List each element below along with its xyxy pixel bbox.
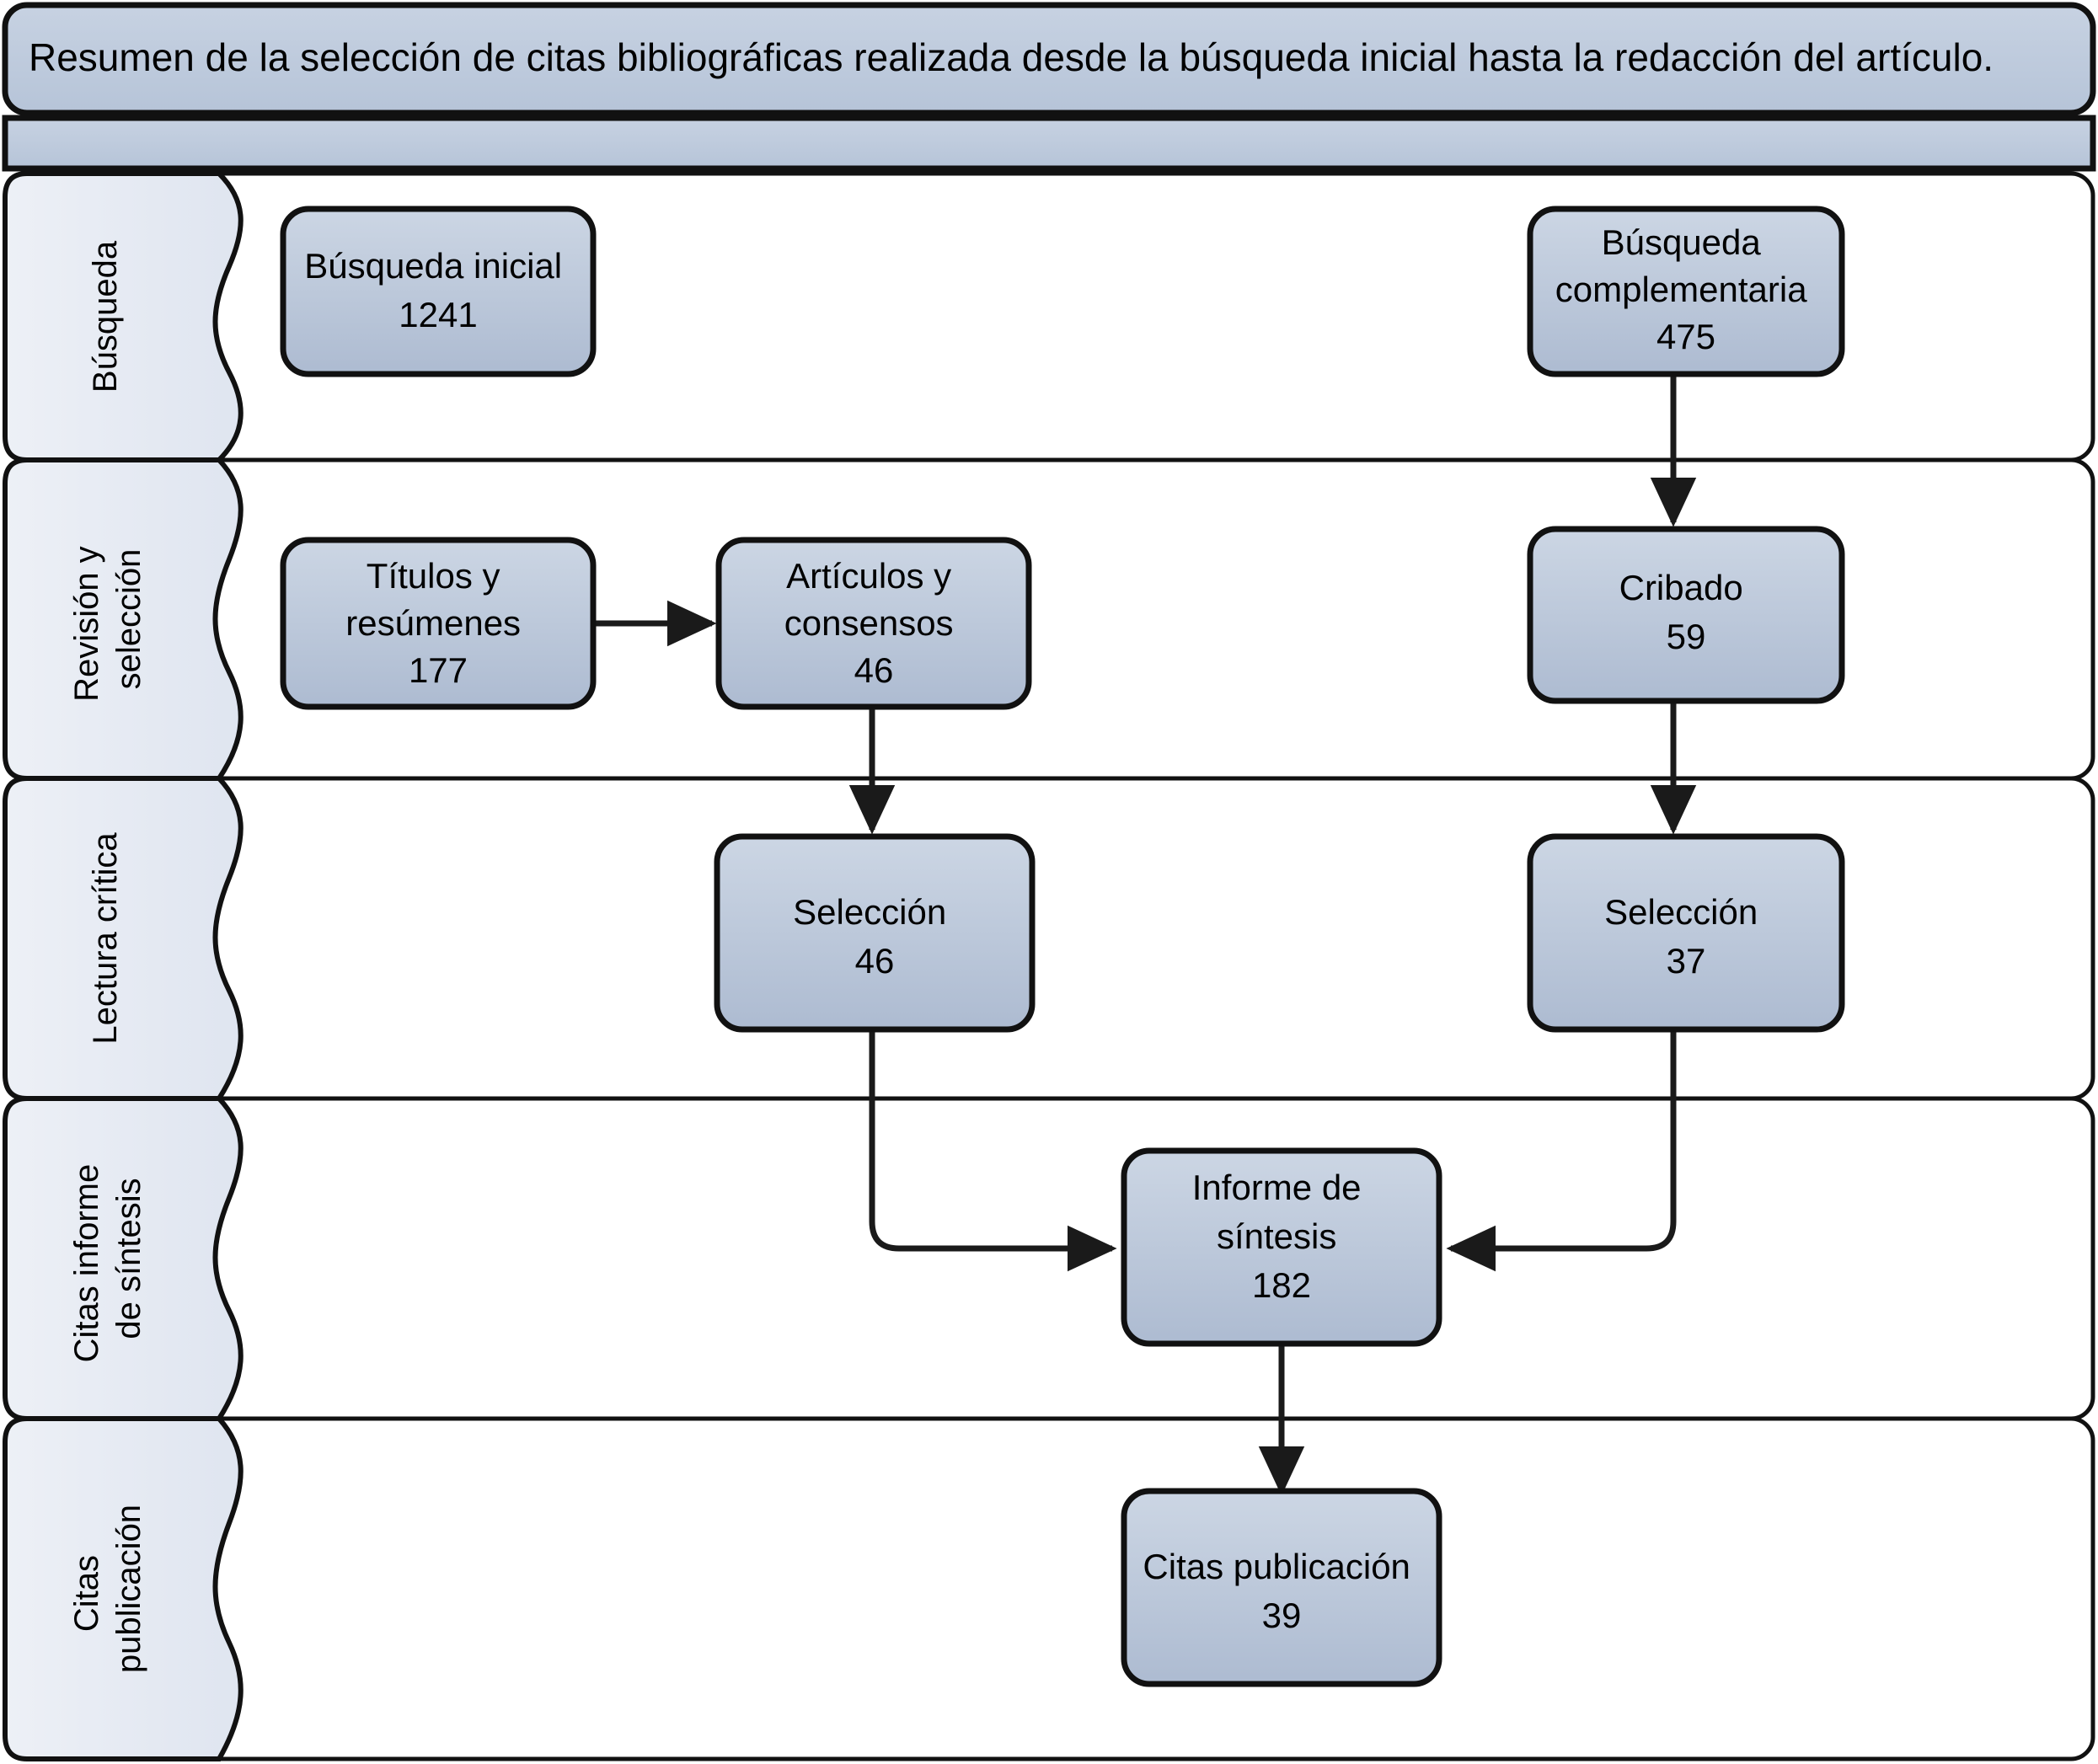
band-citas-informe	[3, 1096, 2095, 1421]
lane-header-revision[interactable]: Revisión y selección	[3, 457, 244, 781]
node-seleccion-izquierda-count: 46	[855, 941, 895, 981]
nodes: Búsqueda inicial 1241 Búsqueda complemen…	[280, 206, 1845, 1687]
node-busqueda-complementaria[interactable]: Búsqueda complementaria 475	[1527, 206, 1845, 377]
edge-seleccion-der-to-informe-sintesis	[1446, 1029, 1677, 1272]
lane-header-citas-publicacion[interactable]: Citas publicación	[3, 1416, 244, 1761]
edges	[594, 373, 1697, 1496]
node-titulos-resumenes-text: Títulos y resúmenes 177	[345, 556, 530, 690]
lane-header-lectura[interactable]: Lectura crítica	[3, 776, 244, 1101]
node-cribado-count: 59	[1667, 617, 1706, 656]
node-informe-sintesis-count: 182	[1252, 1265, 1311, 1305]
node-titulos-resumenes-count: 177	[409, 650, 468, 690]
lane-header-citas-informe[interactable]: Citas informe de síntesis	[3, 1096, 244, 1421]
node-informe-sintesis-text: Informe de síntesis 182	[1192, 1168, 1371, 1305]
node-busqueda-inicial-text: Búsqueda inicial 1241	[304, 246, 572, 334]
lane-label-citas-publicacion: Citas publicación	[68, 1505, 147, 1673]
lane-label-revision: Revisión y selección	[68, 537, 147, 702]
node-citas-publicacion-count: 39	[1262, 1596, 1302, 1635]
node-articulos-consensos[interactable]: Artículos y consensos 46	[715, 537, 1032, 710]
lane-label-citas-informe: Citas informe de síntesis	[68, 1155, 147, 1363]
node-busqueda-complementaria-text: Búsqueda complementaria 475	[1555, 222, 1817, 356]
node-articulos-consensos-count: 46	[854, 650, 894, 690]
title-bar: Resumen de la selección de citas bibliog…	[2, 2, 2096, 116]
node-seleccion-derecha[interactable]: Selección 37	[1527, 833, 1845, 1033]
swimlane-headers: Búsqueda Revisión y selección Lectura cr…	[3, 171, 244, 1761]
node-cribado[interactable]: Cribado 59	[1527, 526, 1845, 704]
band-citas-publicacion	[3, 1416, 2095, 1761]
lane-header-busqueda[interactable]: Búsqueda	[3, 171, 244, 462]
node-seleccion-derecha-text: Selección 37	[1604, 892, 1768, 981]
node-citas-publicacion-text: Citas publicación 39	[1143, 1547, 1420, 1635]
title-underbar	[2, 115, 2096, 172]
node-seleccion-izquierda[interactable]: Selección 46	[714, 833, 1036, 1033]
node-seleccion-derecha-count: 37	[1667, 941, 1706, 981]
node-articulos-consensos-text: Artículos y consensos 46	[784, 556, 963, 690]
node-titulos-resumenes[interactable]: Títulos y resúmenes 177	[280, 537, 597, 710]
node-informe-sintesis[interactable]: Informe de síntesis 182	[1121, 1147, 1442, 1347]
node-citas-publicacion[interactable]: Citas publicación 39	[1121, 1488, 1442, 1687]
node-busqueda-inicial-count: 1241	[399, 295, 477, 334]
node-seleccion-izquierda-text: Selección 46	[793, 892, 956, 981]
node-cribado-text: Cribado 59	[1619, 568, 1753, 656]
lane-label-busqueda: Búsqueda	[87, 240, 124, 393]
node-busqueda-complementaria-count: 475	[1656, 317, 1715, 356]
lane-label-lectura: Lectura crítica	[87, 832, 124, 1045]
title-text: Resumen de la selección de citas bibliog…	[29, 35, 1994, 79]
edge-seleccion-izq-to-informe-sintesis	[869, 1029, 1117, 1272]
node-busqueda-inicial[interactable]: Búsqueda inicial 1241	[280, 206, 597, 377]
